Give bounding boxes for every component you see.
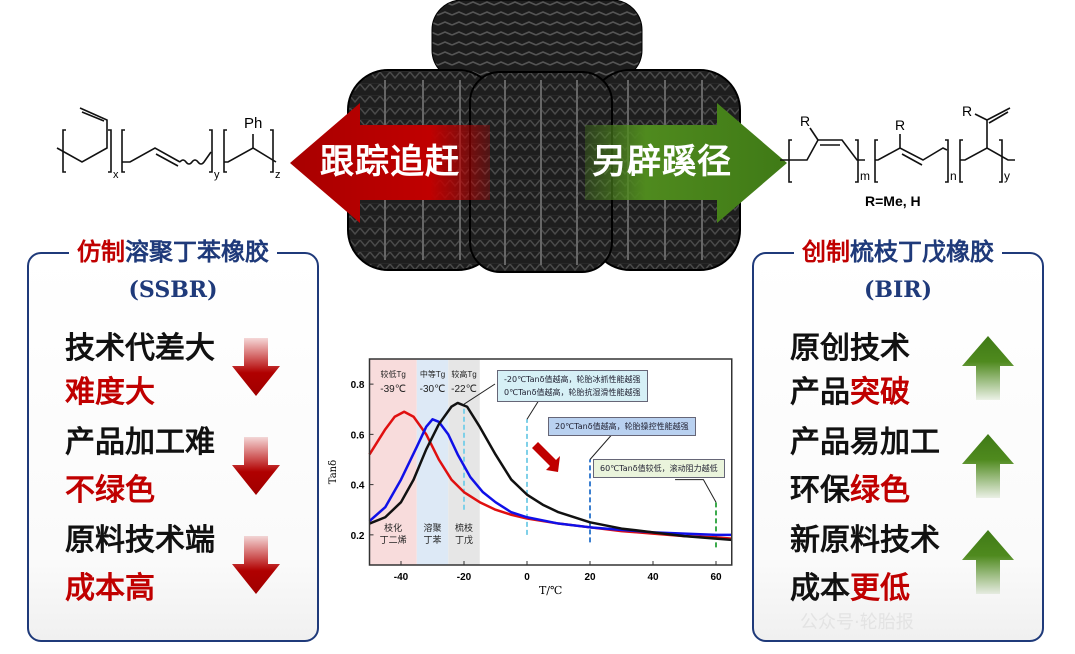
z-subscript: z xyxy=(275,169,281,181)
tire-stack-image xyxy=(347,0,741,273)
r-definition: R=Me, H xyxy=(865,193,921,209)
plot-frame xyxy=(368,358,733,566)
x-axis-label: T/℃ xyxy=(539,584,562,597)
bir-structure: R R R m n y R=Me, H xyxy=(780,103,1015,209)
x-tick-label: -40 xyxy=(394,572,409,583)
ssbr-title: 仿制溶聚丁苯橡胶 xyxy=(69,238,277,266)
right-arrow-label: 另辟蹊径 xyxy=(592,142,732,182)
x-tick-label: 60 xyxy=(710,572,722,583)
up-arrow-icon xyxy=(962,530,1014,594)
n-subscript: n xyxy=(950,169,957,183)
ssbr-item: 技术代差大 xyxy=(65,331,215,366)
bir-item: 原创技术 xyxy=(790,331,910,366)
x-tick-label: -20 xyxy=(457,572,472,583)
ssbr-item: 原料技术端 xyxy=(65,523,215,558)
annotation-box: 60℃Tanδ值较低，滚动阻力越低 xyxy=(593,459,725,478)
leader-line xyxy=(567,433,614,460)
bir-item: 新原料技术 xyxy=(790,523,940,558)
y-tick-label: 0.6 xyxy=(351,430,365,441)
band-bottom-label: 丁苯 xyxy=(423,534,441,545)
y-tick-label: 0.8 xyxy=(351,380,365,391)
x-tick-label: 0 xyxy=(524,572,530,583)
bir-item: 产品突破 xyxy=(790,375,910,410)
r-label: R xyxy=(895,117,905,133)
ssbr-item: 成本高 xyxy=(65,571,155,606)
band-top-label: 中等Tg xyxy=(420,369,445,379)
y-tick-label: 0.4 xyxy=(351,481,365,492)
annotation-box: 20℃Tanδ值越高，轮胎操控性能越强 xyxy=(548,417,696,436)
y-subscript: y xyxy=(214,169,220,181)
series-line-black xyxy=(369,401,732,542)
x-tick-label: 20 xyxy=(584,572,596,583)
band-tg-value: -22℃ xyxy=(451,384,477,395)
leader-line xyxy=(675,479,717,503)
m-subscript: m xyxy=(860,169,870,183)
down-arrow-icon xyxy=(232,338,280,396)
leader-line xyxy=(463,383,496,405)
bir-item: 环保绿色 xyxy=(790,473,910,508)
band-tg-value: -30℃ xyxy=(420,384,446,395)
right-green-arrow xyxy=(585,103,787,223)
band-bottom-label: 丁二烯 xyxy=(380,534,407,545)
r-label: R xyxy=(962,103,972,119)
ssbr-item: 产品加工难 xyxy=(65,425,215,460)
band-bottom-label: 溶聚 xyxy=(423,522,441,533)
series-line-red xyxy=(368,410,732,540)
x-tick-label: 40 xyxy=(647,572,659,583)
ssbr-subtitle: (SSBR) xyxy=(128,277,218,303)
left-arrow-label: 跟踪追赶 xyxy=(320,142,460,182)
band-bottom-label: 梳枝 xyxy=(455,522,473,533)
ssbr-panel: 仿制溶聚丁苯橡胶 (SSBR) 技术代差大 难度大 产品加工难 不绿色 原料技术… xyxy=(27,238,319,642)
y-subscript: y xyxy=(1004,169,1010,183)
band-bottom-label: 枝化 xyxy=(384,522,402,533)
band-bottom-label: 丁戊 xyxy=(455,534,473,545)
r-label: R xyxy=(800,113,810,129)
x-subscript: x xyxy=(113,169,119,181)
ssbr-item: 不绿色 xyxy=(65,473,155,508)
left-red-arrow xyxy=(290,103,490,223)
bir-title: 创制梳枝丁戊橡胶 xyxy=(794,238,1002,266)
band-top-label: 较低Tg xyxy=(380,369,405,379)
bir-item: 成本更低 xyxy=(790,571,910,606)
y-axis-label: Tanδ xyxy=(328,460,339,484)
y-tick-label: 0.2 xyxy=(351,531,365,542)
ssbr-structure: Ph x y z xyxy=(56,107,281,181)
up-arrow-icon xyxy=(962,434,1014,498)
tan-delta-chart: 较低Tg -39℃ 枝化丁二烯 中等Tg -30℃ 溶聚丁苯 较高Tg -22℃ 梳枝丁戊 -40… xyxy=(328,350,740,597)
ssbr-item: 难度大 xyxy=(65,375,155,410)
watermark: 公众号·轮胎报 xyxy=(800,612,914,633)
bir-item: 产品易加工 xyxy=(790,425,940,460)
band-tg-value: -39℃ xyxy=(380,384,406,395)
down-arrow-icon xyxy=(232,536,280,594)
band-top-label: 较高Tg xyxy=(451,369,476,379)
tire-top xyxy=(431,0,643,81)
down-arrow-icon xyxy=(232,437,280,495)
up-arrow-icon xyxy=(962,336,1014,400)
down-left-arrow-icon xyxy=(532,442,560,472)
tg-band xyxy=(448,359,480,565)
bir-subtitle: (BIR) xyxy=(864,277,932,303)
ph-label: Ph xyxy=(244,115,262,132)
